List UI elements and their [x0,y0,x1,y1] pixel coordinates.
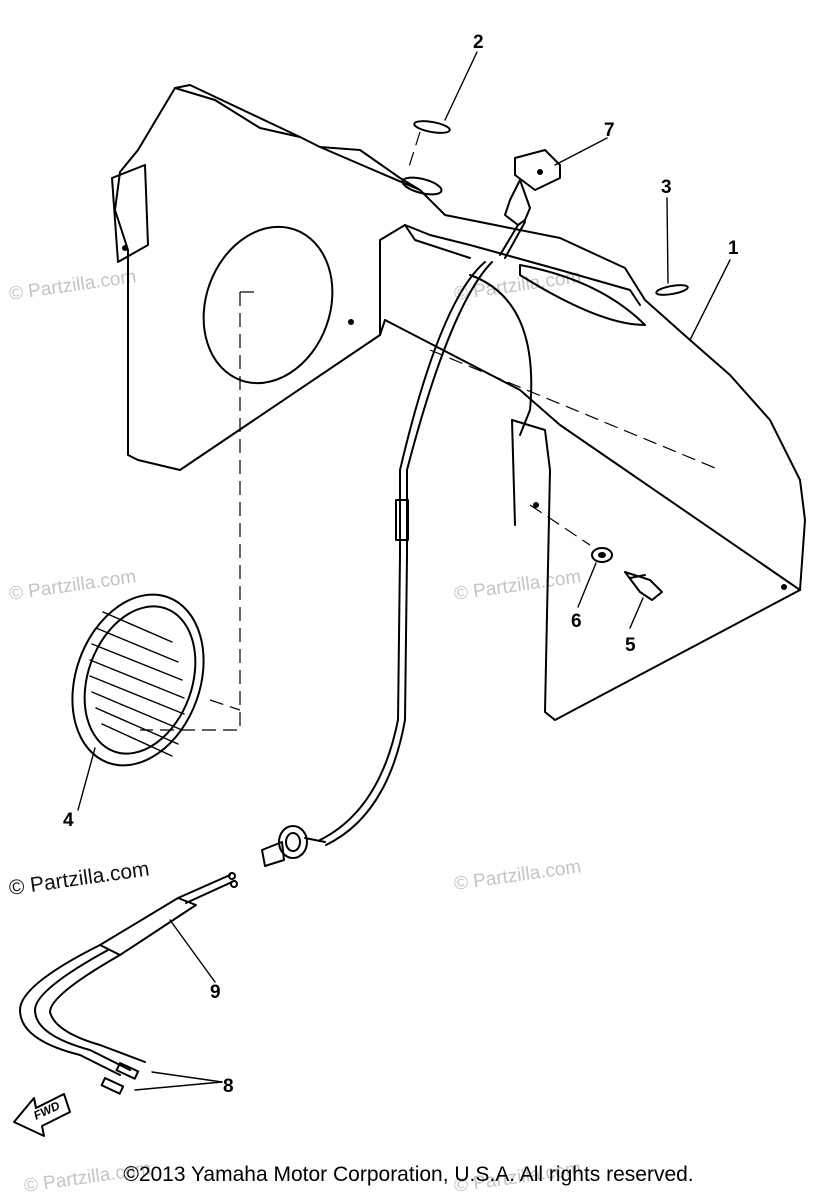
callout-8: 8 [223,1076,234,1097]
leader-5 [629,597,644,629]
part-2-seal [407,120,451,171]
leader-4 [77,747,96,811]
leader-lines [77,51,731,1091]
mounting-hole [122,245,128,251]
watermark-prominent: © Partzilla.com [7,857,150,899]
round-opening [202,225,334,385]
copyright-notice: ©2013 Yamaha Motor Corporation, U.S.A. A… [123,1163,694,1186]
watermarks: © Partzilla.com © Partzilla.com © Partzi… [7,266,582,1197]
fwd-arrow: FWD [13,1093,71,1137]
part-5-bolt [624,571,663,601]
mounting-hole [533,502,539,508]
leader-7 [554,137,608,166]
watermark: © Partzilla.com [8,566,138,605]
watermark: © Partzilla.com [453,566,583,605]
slot-opening [401,176,443,196]
leader-8b [134,1081,223,1091]
part-4-grille [71,593,205,767]
callout-2: 2 [473,32,484,53]
part-6-washer [591,547,613,563]
mounting-hole [781,584,787,590]
fwd-arrow-icon [13,1093,71,1137]
leader-2 [444,51,478,121]
leader-3 [666,197,669,284]
leader-1 [689,259,731,341]
callout-7: 7 [604,120,615,141]
callout-4: 4 [63,810,74,831]
part-9-cable-sleeve [19,872,238,1095]
callout-9: 9 [210,982,221,1003]
callout-6: 6 [571,611,582,632]
grille-slats [89,611,185,757]
callout-5: 5 [625,635,636,656]
callouts: 1 2 3 4 5 6 7 8 9 [63,32,739,1097]
mounting-hole [348,319,354,325]
watermark: © Partzilla.com [453,856,583,895]
watermark: © Partzilla.com [8,266,138,305]
oval-slot [519,264,646,326]
callout-1: 1 [728,238,739,259]
callout-3: 3 [661,177,672,198]
leader-8 [151,1071,223,1083]
part-7-knob [499,149,561,259]
choke-cable [319,261,533,846]
part-3-seal [655,284,689,296]
cable-end-fitting [261,825,326,867]
leader-9 [169,919,216,983]
leader-6 [577,562,597,608]
part-1-shroud [111,84,806,731]
